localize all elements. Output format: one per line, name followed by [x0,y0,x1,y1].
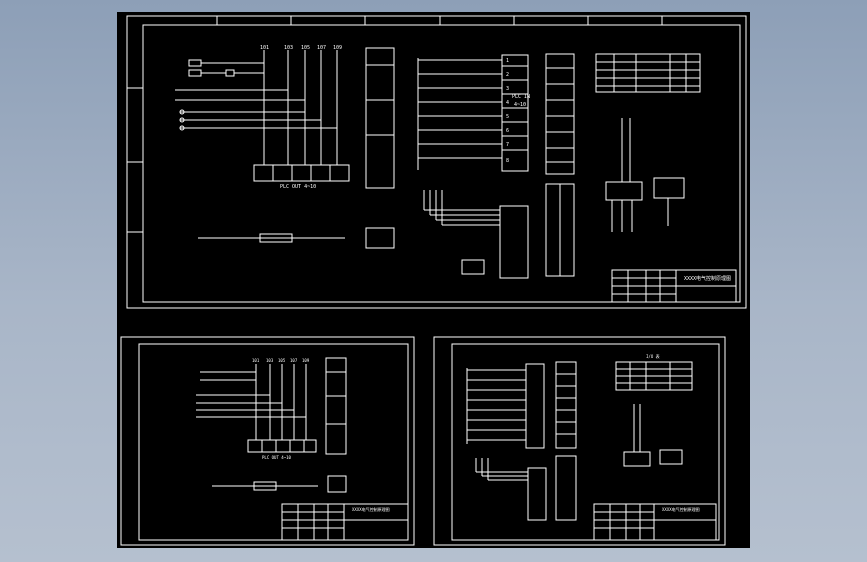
plc-input-label: PLC IN [512,94,530,100]
io-table [595,53,701,93]
sheet-bl-inner-frame [138,343,409,541]
sheet-top-grid-ticks [127,16,663,233]
input-terminal: 1 [506,58,509,64]
sheet-br-outer-frame [433,336,726,546]
plc-output-label: PLC OUT 4~10 [262,455,291,460]
title-block-bl [281,503,409,541]
wire-number: 109 [302,358,310,363]
input-terminal: 7 [506,142,509,148]
input-switch-ladder [417,54,529,172]
wire-number: 109 [333,45,342,51]
sheet-br-labels: I/O 表 XXXX电气控制原理图 [646,353,700,512]
input-terminal: 3 [506,86,509,92]
title-block-label: XXXX电气控制原理图 [352,506,390,512]
wire-number: 105 [301,45,310,51]
sheet-bottom-right[interactable] [433,336,726,546]
sheet-bl-outer-frame [120,336,415,546]
title-block-top [611,269,737,303]
sheet-bl-circuit [196,357,347,493]
sheet-top[interactable] [126,15,747,309]
input-terminal: 4 [506,100,509,106]
ground-circuit [198,227,395,249]
wire-number: 103 [266,358,274,363]
analog-wiring [423,190,529,279]
input-terminal: 5 [506,114,509,120]
plc-input-sub: 4~10 [514,102,526,108]
sheet-br-circuit [466,361,693,521]
motor-circuit [605,118,685,232]
input-terminal: 8 [506,158,509,164]
input-terminal: 6 [506,128,509,134]
sheet-bl-labels: 101 103 105 107 109 PLC OUT 4~10 XXXX电气控… [252,358,390,512]
wire-number: 101 [260,45,269,51]
plc-output-label: PLC OUT 4~10 [280,184,316,190]
wire-number: 107 [290,358,298,363]
power-supply-circuit [175,50,350,182]
io-table-title: I/O 表 [646,353,660,359]
wire-number: 103 [284,45,293,51]
wire-number: 107 [317,45,326,51]
plc-output-module [545,53,575,277]
input-terminal: 2 [506,72,509,78]
wire-number: 101 [252,358,260,363]
plc-input-module [365,47,395,189]
sheet-bottom-left[interactable] [120,336,415,546]
title-block-label: XXXX电气控制原理图 [684,275,731,282]
sheet-br-inner-frame [451,343,720,541]
title-block-br [593,503,717,541]
sheet-top-inner-frame [142,24,741,303]
title-block-label: XXXX电气控制原理图 [662,506,700,512]
wire-number: 105 [278,358,286,363]
sheet-top-labels: 101 103 105 107 109 PLC OUT 4~10 PLC IN … [260,45,731,282]
